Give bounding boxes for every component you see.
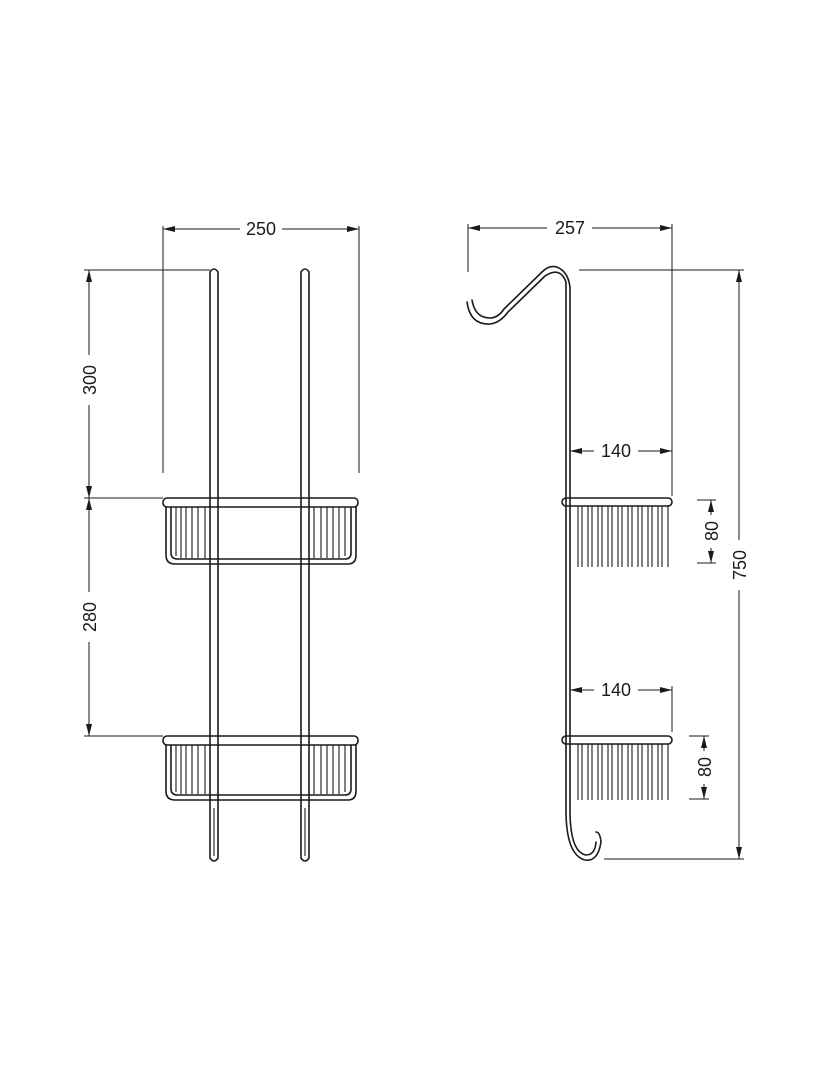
lower-shelf-height-label: 80 <box>695 757 715 777</box>
width-label: 250 <box>246 219 276 239</box>
dimension-lower-shelf-height: 80 <box>689 735 715 800</box>
upper-height-label: 300 <box>80 365 100 395</box>
dimension-upper-shelf-depth: 140 <box>570 441 672 461</box>
side-view: 257 750 140 140 <box>466 218 750 861</box>
front-rails <box>209 268 310 862</box>
dimension-upper-height: 300 <box>80 269 210 499</box>
dimension-width: 250 <box>162 219 360 473</box>
shelf-spacing-label: 280 <box>80 602 100 632</box>
front-upper-basket <box>162 497 359 565</box>
front-view: 250 300 280 <box>80 219 360 862</box>
upper-shelf-depth-label: 140 <box>601 441 631 461</box>
dimension-lower-shelf-depth: 140 <box>570 680 673 732</box>
front-lower-basket <box>162 735 359 801</box>
depth-label: 257 <box>555 218 585 238</box>
side-hook-rail <box>466 265 602 861</box>
side-upper-shelf <box>561 497 673 567</box>
dimension-shelf-spacing: 280 <box>80 498 163 737</box>
upper-shelf-height-label: 80 <box>702 521 722 541</box>
total-height-label: 750 <box>730 550 750 580</box>
lower-shelf-depth-label: 140 <box>601 680 631 700</box>
dimension-upper-shelf-height: 80 <box>697 499 722 564</box>
side-lower-shelf <box>561 735 673 800</box>
dimension-total-height: 750 <box>579 269 750 860</box>
